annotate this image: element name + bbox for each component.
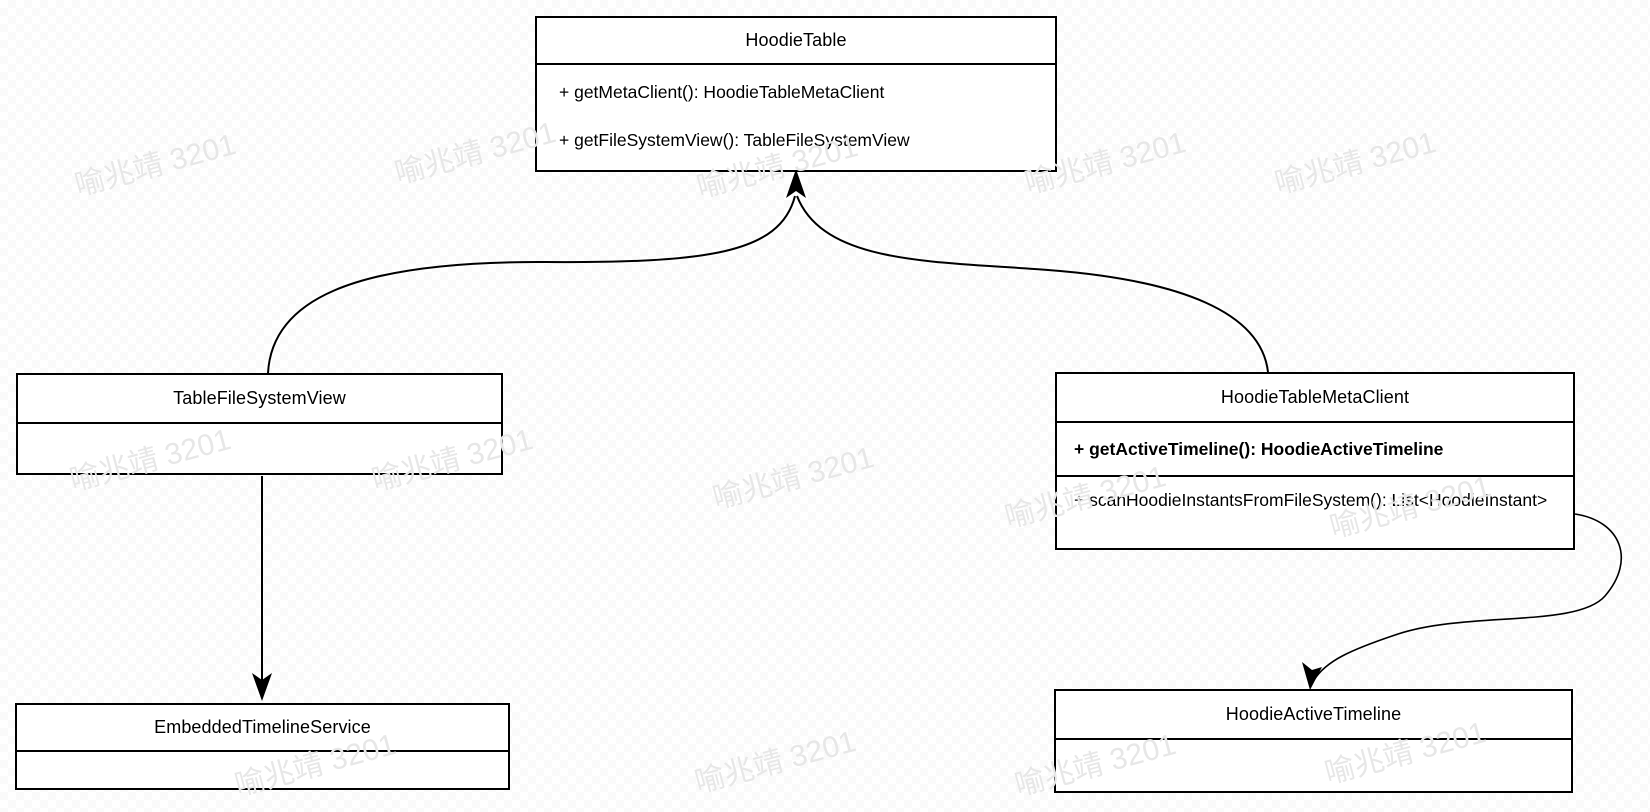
empty-compartment bbox=[17, 752, 508, 788]
method-compartment-2: + scanHoodieInstantsFromFileSystem(): Li… bbox=[1057, 477, 1573, 514]
class-box-embeddedtimelineservice: EmbeddedTimelineService bbox=[15, 703, 510, 790]
class-name: HoodieActiveTimeline bbox=[1225, 704, 1402, 724]
class-box-tablefilesystemview: TableFileSystemView bbox=[16, 373, 503, 475]
class-title-hoodietablemetaclient: HoodieTableMetaClient bbox=[1057, 374, 1573, 423]
edge-hoodietablemetaclient-to-hoodietable bbox=[796, 195, 1269, 373]
class-title-hoodietable: HoodieTable bbox=[537, 18, 1055, 65]
class-box-hoodietable: HoodieTable + getMetaClient(): HoodieTab… bbox=[535, 16, 1057, 172]
class-title-tablefilesystemview: TableFileSystemView bbox=[18, 375, 501, 424]
class-box-hoodietablemetaclient: HoodieTableMetaClient + getActiveTimelin… bbox=[1055, 372, 1575, 550]
class-name: HoodieTable bbox=[745, 30, 847, 50]
class-name: EmbeddedTimelineService bbox=[154, 717, 371, 737]
class-title-hoodieactivetimeline: HoodieActiveTimeline bbox=[1056, 691, 1571, 740]
arrowhead-down-left-icon bbox=[1302, 662, 1322, 690]
arrowhead-up-icon bbox=[786, 169, 806, 198]
class-name: HoodieTableMetaClient bbox=[1220, 387, 1410, 407]
method-compartment-1: + getActiveTimeline(): HoodieActiveTimel… bbox=[1057, 423, 1573, 477]
empty-compartment bbox=[1056, 740, 1571, 791]
method-getmetaclient: + getMetaClient(): HoodieTableMetaClient bbox=[559, 82, 885, 102]
class-name: TableFileSystemView bbox=[173, 388, 346, 408]
empty-compartment bbox=[18, 424, 501, 473]
edge-tablefilesystemview-to-hoodietable bbox=[267, 195, 796, 374]
class-box-hoodieactivetimeline: HoodieActiveTimeline bbox=[1054, 689, 1573, 793]
class-title-embeddedtimelineservice: EmbeddedTimelineService bbox=[17, 705, 508, 752]
arrowhead-down-icon bbox=[252, 673, 272, 701]
method-getactivetimeline: + getActiveTimeline(): HoodieActiveTimel… bbox=[1074, 438, 1444, 459]
edge-hoodietablemetaclient-to-hoodieactivetimeline bbox=[1313, 513, 1623, 681]
method-scanhoodieinstants: + scanHoodieInstantsFromFileSystem(): Li… bbox=[1074, 490, 1548, 510]
method-getfilesystemview: + getFileSystemView(): TableFileSystemVi… bbox=[559, 130, 910, 150]
